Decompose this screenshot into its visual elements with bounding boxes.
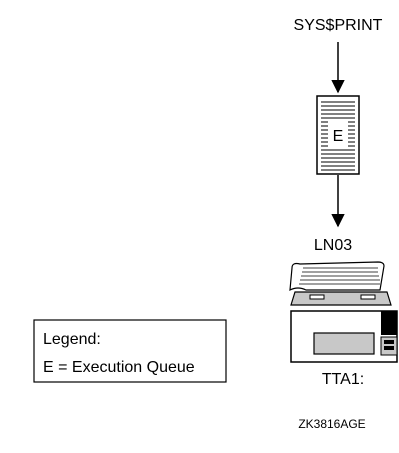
legend-box (33, 319, 227, 383)
execution-queue-symbol: E (316, 95, 360, 175)
queue-letter: E (333, 128, 344, 145)
device-name-label: TTA1: (322, 371, 364, 388)
legend-title: Legend: (43, 331, 101, 348)
queue-name-label: SYS$PRINT (294, 17, 383, 34)
figure-id: ZK3816AGE (298, 417, 365, 431)
legend: Legend: E = Execution Queue (33, 319, 227, 383)
printer-icon (289, 261, 398, 363)
printer-model-label: LN03 (314, 237, 352, 254)
legend-entry: E = Execution Queue (43, 359, 195, 376)
